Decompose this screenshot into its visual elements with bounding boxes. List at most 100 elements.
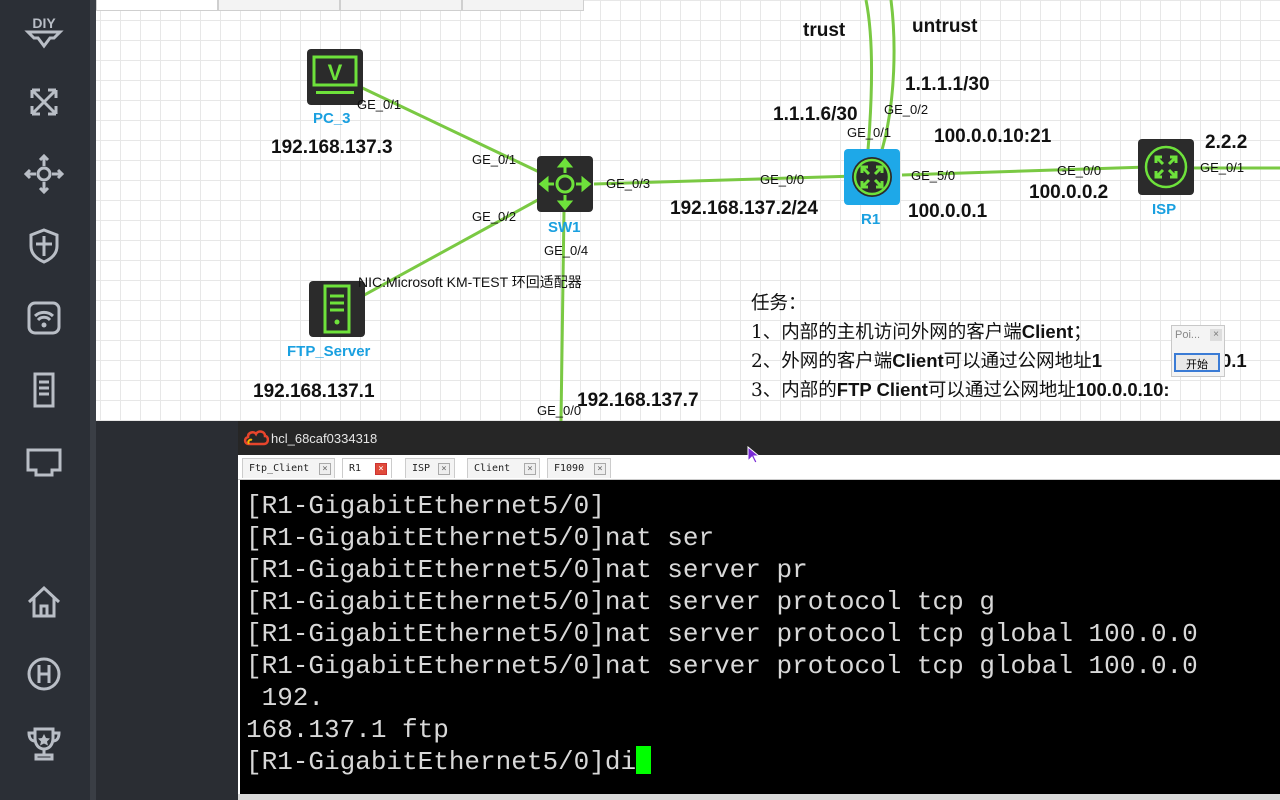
close-icon[interactable]: × xyxy=(375,463,387,475)
tab-ftp-client[interactable]: Ftp_Client× xyxy=(242,458,335,478)
terminal-console[interactable]: [R1-GigabitEthernet5/0][R1-GigabitEthern… xyxy=(240,480,1280,794)
device-label-ftp-server: FTP_Server xyxy=(287,343,371,360)
terminal-output: [R1-GigabitEthernet5/0][R1-GigabitEthern… xyxy=(246,490,1198,778)
device-label-r1: R1 xyxy=(861,211,881,228)
ip-label-server-map: 100.0.0.10:21 xyxy=(934,126,1052,147)
link-sw1-r1 xyxy=(593,174,857,186)
ip-label-r1-ge01: 1.1.1.6/30 xyxy=(773,104,858,125)
task-note: 任务： 1、内部的主机访问外网的客户端Client； 2、外网的客户端Clien… xyxy=(751,290,1271,405)
link-sw1-bottom xyxy=(559,209,566,421)
terminal-line: 168.137.1 ftp xyxy=(246,715,449,745)
topology-canvas[interactable]: V PC_3 SW1 R1 ISP FTP_Server trust untru… xyxy=(96,0,1280,421)
terminal-line: 192. xyxy=(246,683,325,713)
isp-device[interactable] xyxy=(1137,138,1195,201)
port-label: GE_0/2 xyxy=(884,102,929,117)
tab-isp[interactable]: ISP× xyxy=(405,458,455,478)
text-cursor xyxy=(636,746,652,774)
port-label: GE_5/0 xyxy=(911,168,956,183)
terminal-line: [R1-GigabitEthernet5/0]nat server protoc… xyxy=(246,619,1198,649)
port-label: GE_0/2 xyxy=(472,209,517,224)
link-pc3-sw1 xyxy=(353,82,557,182)
port-label: GE_0/0 xyxy=(537,403,582,418)
r1-device[interactable] xyxy=(843,148,901,211)
close-icon[interactable]: × xyxy=(1210,329,1222,341)
diy-icon[interactable]: DIY xyxy=(22,8,66,52)
port-label: GE_0/1 xyxy=(847,125,892,140)
port-label: GE_0/3 xyxy=(606,176,651,191)
canvas-tab[interactable] xyxy=(340,0,462,11)
pointer-popup: Poi... × 开始 xyxy=(1171,325,1225,377)
terminal-bottom-bar xyxy=(238,794,1280,800)
canvas-tab[interactable] xyxy=(462,0,584,11)
svg-text:DIY: DIY xyxy=(32,15,56,31)
server-icon[interactable] xyxy=(22,368,66,412)
wireless-icon[interactable] xyxy=(22,296,66,340)
port-label: GE_0/1 xyxy=(1200,160,1245,175)
shield-icon[interactable] xyxy=(22,224,66,268)
devices-icon[interactable] xyxy=(22,80,66,124)
ip-label-pc3: 192.168.137.3 xyxy=(271,137,393,158)
cloud-logo-icon xyxy=(243,430,269,446)
left-sidebar: DIY xyxy=(0,0,90,800)
terminal-prompt-line[interactable]: [R1-GigabitEthernet5/0]di xyxy=(246,746,1198,778)
ip-label-r1-ge02: 1.1.1.1/30 xyxy=(905,74,990,95)
terminal-line: [R1-GigabitEthernet5/0] xyxy=(246,491,605,521)
port-label: GE_0/1 xyxy=(357,97,402,112)
ip-label-r1-ge50: 100.0.0.1 xyxy=(908,201,988,222)
terminal-line: [R1-GigabitEthernet5/0]nat server protoc… xyxy=(246,651,1198,681)
close-icon[interactable]: × xyxy=(524,463,536,475)
popup-title: Poi... xyxy=(1175,329,1201,341)
ip-label-isp-ge01: 2.2.2 xyxy=(1205,132,1248,153)
terminal-line: [R1-GigabitEthernet5/0]nat server pr xyxy=(246,555,808,585)
zone-trust-label: trust xyxy=(803,20,846,41)
close-icon[interactable]: × xyxy=(438,463,450,475)
home-icon[interactable] xyxy=(22,580,66,624)
terminal-tabs: Ftp_Client× R1× ISP× Client× F1090× xyxy=(238,455,1280,480)
mouse-pointer-icon xyxy=(747,446,761,464)
tab-r1[interactable]: R1× xyxy=(342,458,392,478)
ip-label-isp-ge00: 100.0.0.2 xyxy=(1029,182,1109,203)
trophy-icon[interactable] xyxy=(22,722,66,766)
zone-untrust-label: untrust xyxy=(912,16,978,37)
link-r1-isp xyxy=(901,165,1147,177)
svg-text:V: V xyxy=(328,60,343,85)
nic-label: NIC:Microsoft KM-TEST 环回适配器 xyxy=(358,274,582,290)
task-title: 任务： xyxy=(751,293,807,314)
link-r1-untrust xyxy=(880,0,896,151)
close-icon[interactable]: × xyxy=(319,463,331,475)
sw1-device[interactable] xyxy=(536,155,594,218)
sidebar-divider xyxy=(90,0,96,800)
device-label-isp: ISP xyxy=(1152,201,1177,218)
pc3-device[interactable]: V xyxy=(306,48,364,111)
start-button[interactable]: 开始 xyxy=(1174,353,1220,372)
device-label-sw1: SW1 xyxy=(548,219,581,236)
move-icon[interactable] xyxy=(22,152,66,196)
canvas-tabs xyxy=(96,0,584,11)
terminal-title: hcl_68caf0334318 xyxy=(271,431,378,446)
terminal-line: [R1-GigabitEthernet5/0]nat ser xyxy=(246,523,715,553)
tab-client[interactable]: Client× xyxy=(467,458,540,478)
port-label: GE_0/0 xyxy=(760,172,805,187)
port-label: GE_0/0 xyxy=(1057,163,1102,178)
port-label: GE_0/4 xyxy=(544,243,589,258)
ip-label-r1-ge00: 192.168.137.2/24 xyxy=(670,198,818,219)
device-label-pc3: PC_3 xyxy=(313,110,351,127)
canvas-tab[interactable] xyxy=(218,0,340,11)
terminal-titlebar[interactable]: hcl_68caf0334318 xyxy=(238,421,1280,455)
tab-f1090[interactable]: F1090× xyxy=(547,458,611,478)
ftp-server-device[interactable] xyxy=(308,280,366,343)
terminal-prompt: [R1-GigabitEthernet5/0]di xyxy=(246,747,637,777)
terminal-window: hcl_68caf0334318 Ftp_Client× R1× ISP× Cl… xyxy=(238,421,1280,800)
h3c-icon[interactable] xyxy=(22,652,66,696)
ip-label-bottom: 192.168.137.7 xyxy=(577,390,699,411)
task-line-1: 1、内部的主机访问外网的客户端Client； xyxy=(751,321,1092,343)
terminal-line: [R1-GigabitEthernet5/0]nat server protoc… xyxy=(246,587,995,617)
close-icon[interactable]: × xyxy=(594,463,606,475)
link-r1-trust xyxy=(864,0,873,151)
link-ftp-sw1 xyxy=(345,188,557,307)
canvas-tab[interactable] xyxy=(96,0,218,11)
topology-links xyxy=(345,0,1280,421)
task-line-3: 3、内部的FTP Client可以通过公网地址100.0.0.10: xyxy=(751,379,1170,401)
network-port-icon[interactable] xyxy=(22,440,66,484)
